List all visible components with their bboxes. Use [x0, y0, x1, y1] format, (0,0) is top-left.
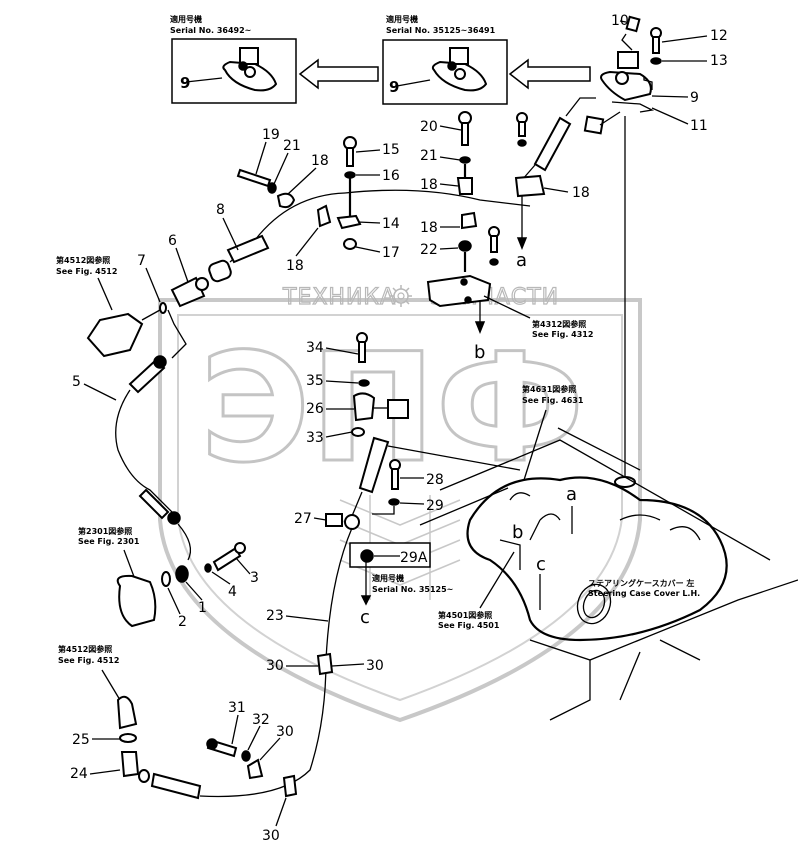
inset-serial: Serial No. 35125~36491	[386, 26, 496, 35]
callout-18: 18	[420, 177, 438, 193]
callout-5: 5	[72, 374, 81, 390]
ref-2301-en: See Fig. 2301	[78, 537, 140, 546]
main-pipe-23: 23 30 30	[199, 527, 384, 798]
gear-icon	[390, 285, 412, 307]
callout-6: 6	[168, 233, 177, 249]
callout-22: 22	[420, 242, 438, 258]
connection-letter-b: b	[512, 522, 523, 543]
callout-28: 28	[426, 472, 444, 488]
steering-case-jp: ステアリングケースカバー 左	[588, 578, 694, 588]
callout-30: 30	[366, 658, 384, 674]
callout-1: 1	[198, 600, 207, 616]
callout-30: 30	[262, 828, 280, 844]
callout-27: 27	[294, 511, 312, 527]
ref-4501-jp: 第4501図参照	[438, 610, 492, 620]
callout-35: 35	[306, 373, 324, 389]
callout-30: 30	[276, 724, 294, 740]
center-parts: 34 35 26 33 28 29 27	[294, 332, 521, 530]
connection-letter-a: a	[566, 484, 577, 505]
connection-letter-c: c	[360, 607, 370, 628]
callout-8: 8	[216, 202, 225, 218]
callout-19: 19	[262, 127, 280, 143]
callout-34: 34	[306, 340, 324, 356]
left-pipe-5: 5	[72, 355, 192, 561]
callout-13: 13	[710, 53, 728, 69]
callout-10: 10	[611, 13, 629, 29]
arrow-left-icon	[298, 58, 379, 90]
serial-29a-serial: Serial No. 35125~	[372, 585, 453, 594]
valve-assembly-top-right: 10 12 13 9 11	[521, 13, 728, 488]
callout-21: 21	[420, 148, 438, 164]
callout-25: 25	[72, 732, 90, 748]
callout-24: 24	[70, 766, 88, 782]
callout-15: 15	[382, 142, 400, 158]
inset-serial-36492: 適用号機 Serial No. 36492~ 9	[170, 14, 297, 104]
ref-4631-en: See Fig. 4631	[522, 396, 584, 405]
bottom-left-parts: 第4512図参照 See Fig. 4512 25 24 31 32 30 30	[58, 644, 298, 844]
callout-16: 16	[382, 168, 400, 184]
callout-31: 31	[228, 700, 246, 716]
ref-4512-en: See Fig. 4512	[56, 267, 117, 276]
callout-9: 9	[690, 90, 699, 106]
serial-29a-heading: 適用号機	[372, 573, 404, 583]
steering-case-cover: 第4631図参照 See Fig. 4631 a b c ステアリングケースカバ…	[438, 384, 798, 721]
ref-4631-jp: 第4631図参照	[522, 384, 576, 394]
connection-letter-a: a	[516, 250, 527, 271]
ref-4312-jp: 第4312図参照	[532, 319, 586, 329]
callout-7: 7	[137, 253, 146, 269]
callout-3: 3	[250, 570, 259, 586]
callout-14: 14	[382, 216, 400, 232]
callout-21: 21	[283, 138, 301, 154]
ref-4512-jp: 第4512図参照	[58, 644, 112, 654]
callout-18: 18	[286, 258, 304, 274]
callout-9: 9	[389, 78, 399, 96]
callout-26: 26	[306, 401, 324, 417]
connection-letter-c: c	[536, 554, 546, 575]
callout-18: 18	[572, 185, 590, 201]
ref-4312-en: See Fig. 4312	[532, 330, 593, 339]
upper-middle-parts: 20 21 18 15 16 14 17 18 22	[336, 111, 593, 363]
part-29a-box: 29A 適用号機 Serial No. 35125~ c	[349, 542, 453, 628]
inset-serial-35125-36491: 適用号機 Serial No. 35125~36491 9	[382, 14, 508, 105]
callout-9: 9	[180, 74, 190, 92]
callout-17: 17	[382, 245, 400, 261]
callout-4: 4	[228, 584, 237, 600]
left-upper-pipe: 19 21 18 18 8 6 7 第4512図参照 See Fig. 4512	[56, 127, 531, 359]
callout-29: 29	[426, 498, 444, 514]
inset-serial: Serial No. 36492~	[170, 26, 251, 35]
fig-2301-area: 第2301図参照 See Fig. 2301 1 2 3 4	[78, 526, 259, 630]
callout-29a: 29A	[400, 550, 428, 566]
connection-letter-b: b	[474, 342, 485, 363]
ref-4512-en: See Fig. 4512	[58, 656, 119, 665]
callout-2: 2	[178, 614, 187, 630]
callout-33: 33	[306, 430, 324, 446]
inset-heading: 適用号機	[386, 14, 418, 24]
steering-case-en: Steering Case Cover L.H.	[588, 589, 700, 598]
watermark-shield	[158, 298, 642, 723]
callout-30: 30	[266, 658, 284, 674]
callout-23: 23	[266, 608, 284, 624]
inset-heading: 適用号機	[170, 14, 202, 24]
callout-11: 11	[690, 118, 708, 134]
callout-32: 32	[252, 712, 270, 728]
callout-20: 20	[420, 119, 438, 135]
arrow-left-icon	[508, 58, 591, 90]
ref-2301-jp: 第2301図参照	[78, 526, 132, 536]
watermark-left-text: ТЕХНИКА	[282, 285, 396, 310]
ref-4501-en: See Fig. 4501	[438, 621, 500, 630]
callout-18: 18	[311, 153, 329, 169]
callout-18: 18	[420, 220, 438, 236]
callout-12: 12	[710, 28, 728, 44]
ref-4512-jp: 第4512図参照	[56, 255, 110, 265]
